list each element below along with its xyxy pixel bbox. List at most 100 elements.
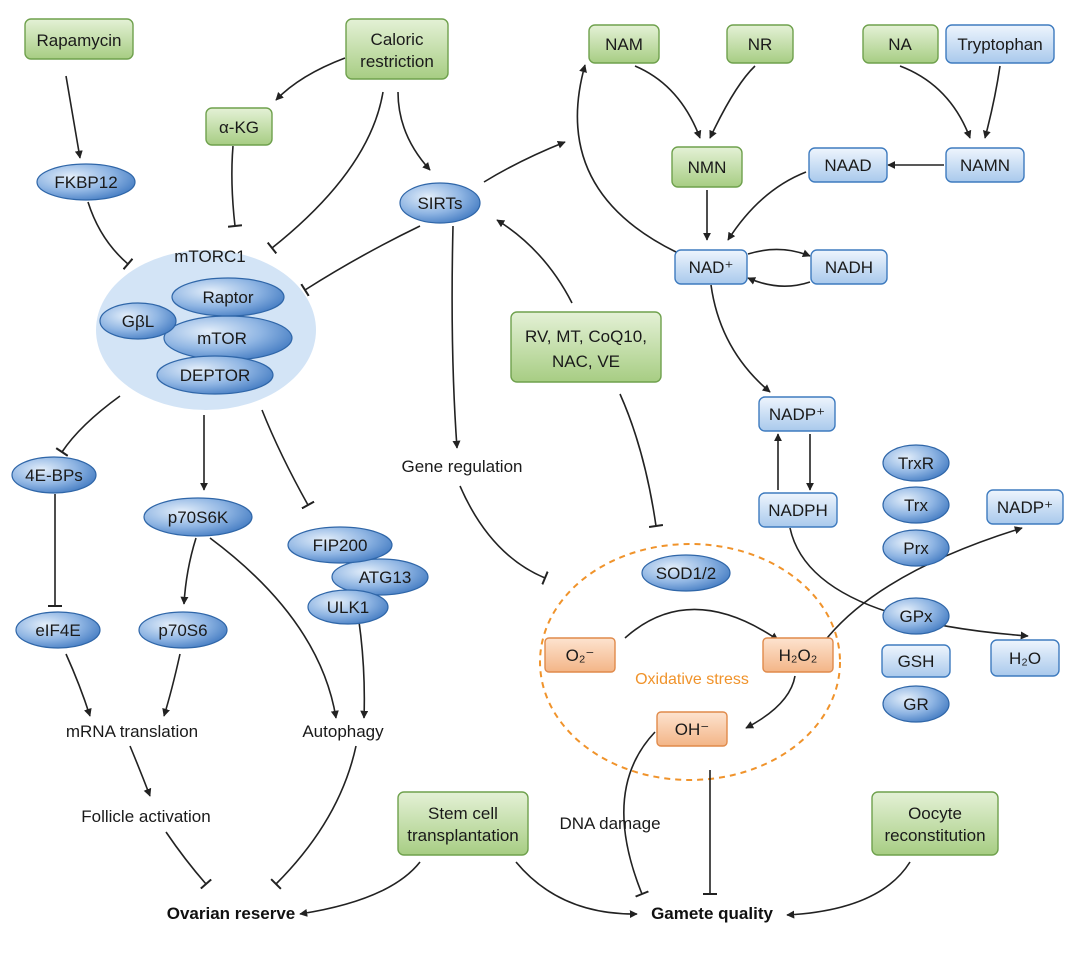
edge-h2o2-nadpplus bbox=[817, 526, 1023, 651]
edge-sirts-nam bbox=[483, 140, 566, 183]
svg-text:OH⁻: OH⁻ bbox=[675, 720, 709, 739]
node-rapamycin: Rapamycin bbox=[24, 18, 134, 60]
svg-text:SOD1/2: SOD1/2 bbox=[656, 564, 716, 583]
svg-text:NADP⁺: NADP⁺ bbox=[769, 405, 825, 424]
svg-text:transplantation: transplantation bbox=[407, 826, 519, 845]
node-superoxide: O₂⁻ bbox=[544, 637, 616, 673]
svg-text:H₂O: H₂O bbox=[1009, 649, 1041, 668]
svg-text:DEPTOR: DEPTOR bbox=[180, 366, 251, 385]
svg-text:NAC, VE: NAC, VE bbox=[552, 352, 620, 371]
node-ulk1: ULK1 bbox=[307, 589, 389, 625]
label-ovarian-reserve: Ovarian reserve bbox=[167, 904, 296, 923]
node-hydrogen-peroxide: H₂O₂ bbox=[762, 637, 834, 673]
node-hydroxyl: OH⁻ bbox=[656, 711, 728, 747]
node-caloric-restriction: Caloric restriction bbox=[345, 18, 449, 80]
edge-autophagy-ovarian bbox=[270, 745, 357, 890]
node-eif4e: eIF4E bbox=[15, 611, 101, 649]
svg-text:4E-BPs: 4E-BPs bbox=[25, 466, 83, 485]
node-sirts: SIRTs bbox=[399, 182, 481, 224]
svg-text:GβL: GβL bbox=[122, 312, 154, 331]
edge-stemcell-ovarian bbox=[299, 861, 421, 917]
node-nr: NR bbox=[726, 24, 794, 64]
svg-text:NADP⁺: NADP⁺ bbox=[997, 498, 1053, 517]
edge-stemcell-gamete bbox=[515, 861, 638, 919]
svg-text:O₂⁻: O₂⁻ bbox=[566, 646, 595, 665]
edge-sirts-gene-regulation bbox=[451, 225, 461, 449]
node-nadph: NADPH bbox=[758, 492, 838, 528]
node-4ebps: 4E-BPs bbox=[11, 456, 97, 494]
edge-p70s6k-p70s6 bbox=[180, 537, 197, 605]
edge-caloric-alphakg bbox=[275, 57, 346, 101]
node-nad-plus: NAD⁺ bbox=[674, 249, 748, 285]
edge-nadplus-nadpplus bbox=[710, 284, 771, 393]
node-gpx: GPx bbox=[882, 597, 950, 635]
edge-tryptophan-namn bbox=[982, 65, 1001, 139]
node-h2o: H₂O bbox=[990, 639, 1060, 677]
node-fip200: FIP200 bbox=[287, 526, 393, 564]
node-gsh: GSH bbox=[881, 644, 951, 678]
edge-fkbp12-mtorc1 bbox=[87, 201, 134, 270]
svg-text:α-KG: α-KG bbox=[219, 118, 259, 137]
node-oocyte-reconstitution: Oocyte reconstitution bbox=[871, 791, 999, 856]
svg-text:GSH: GSH bbox=[898, 652, 935, 671]
svg-text:eIF4E: eIF4E bbox=[35, 621, 80, 640]
edge-caloric-mtorc1 bbox=[266, 91, 384, 255]
node-gr: GR bbox=[882, 685, 950, 723]
svg-text:Oocyte: Oocyte bbox=[908, 804, 962, 823]
edge-naad-nadplus bbox=[727, 171, 807, 241]
node-namn: NAMN bbox=[945, 147, 1025, 183]
edge-nadh-nadplus bbox=[747, 277, 811, 287]
svg-text:NA: NA bbox=[888, 35, 912, 54]
svg-text:RV, MT, CoQ10,: RV, MT, CoQ10, bbox=[525, 327, 647, 346]
svg-text:Caloric: Caloric bbox=[371, 30, 424, 49]
node-nadh: NADH bbox=[810, 249, 888, 285]
svg-text:NAM: NAM bbox=[605, 35, 643, 54]
edge-mrna-follicle bbox=[129, 745, 152, 797]
edge-na-namn bbox=[899, 65, 972, 139]
svg-text:p70S6K: p70S6K bbox=[168, 508, 229, 527]
node-trx: Trx bbox=[882, 486, 950, 524]
node-p70s6k: p70S6K bbox=[143, 497, 253, 537]
svg-text:NADPH: NADPH bbox=[768, 501, 828, 520]
node-nmn: NMN bbox=[671, 146, 743, 188]
node-naad: NAAD bbox=[808, 147, 888, 183]
oxidative-stress-region bbox=[539, 543, 841, 781]
node-mtorc1-raptor: Raptor bbox=[171, 277, 285, 317]
node-tryptophan: Tryptophan bbox=[945, 24, 1055, 64]
node-prx: Prx bbox=[882, 529, 950, 567]
edge-mtorc1-4ebps bbox=[55, 395, 121, 457]
node-nadp-plus: NADP⁺ bbox=[758, 396, 836, 432]
edge-h2o2-hydroxyl bbox=[745, 675, 796, 729]
edge-rapamycin-fkbp12 bbox=[65, 75, 83, 159]
edge-antioxidants-sirts bbox=[496, 219, 573, 304]
node-mtorc1-deptor: DEPTOR bbox=[156, 355, 274, 395]
svg-text:restriction: restriction bbox=[360, 52, 434, 71]
node-alpha-kg: α-KG bbox=[205, 107, 273, 146]
svg-text:p70S6: p70S6 bbox=[158, 621, 207, 640]
edge-p70s6k-autophagy bbox=[209, 537, 339, 719]
label-autophagy: Autophagy bbox=[302, 722, 384, 741]
svg-text:FKBP12: FKBP12 bbox=[54, 173, 117, 192]
edge-caloric-sirts bbox=[397, 91, 431, 171]
edge-p70s6-mrna bbox=[162, 653, 181, 717]
edge-mtorc1-fip200 bbox=[261, 409, 315, 510]
label-mrna-translation: mRNA translation bbox=[66, 722, 198, 741]
svg-text:reconstitution: reconstitution bbox=[884, 826, 985, 845]
edge-sirts-mtorc1 bbox=[300, 225, 421, 297]
svg-text:NAD⁺: NAD⁺ bbox=[689, 258, 734, 277]
svg-text:H₂O₂: H₂O₂ bbox=[779, 646, 818, 665]
label-oxidative-stress: Oxidative stress bbox=[635, 671, 749, 688]
label-gamete-quality: Gamete quality bbox=[651, 904, 773, 923]
label-follicle-activation: Follicle activation bbox=[81, 807, 210, 826]
node-antioxidants: RV, MT, CoQ10, NAC, VE bbox=[510, 311, 662, 383]
label-dna-damage: DNA damage bbox=[559, 814, 660, 833]
svg-text:NADH: NADH bbox=[825, 258, 873, 277]
edge-nadplus-nam bbox=[576, 64, 677, 253]
node-nadp-plus-right: NADP⁺ bbox=[986, 489, 1064, 525]
svg-text:Trx: Trx bbox=[904, 496, 928, 515]
edge-nadplus-nadh bbox=[747, 248, 811, 258]
svg-text:NAMN: NAMN bbox=[960, 156, 1010, 175]
node-mtorc1-gbl: GβL bbox=[99, 302, 177, 340]
svg-text:mTOR: mTOR bbox=[197, 329, 247, 348]
